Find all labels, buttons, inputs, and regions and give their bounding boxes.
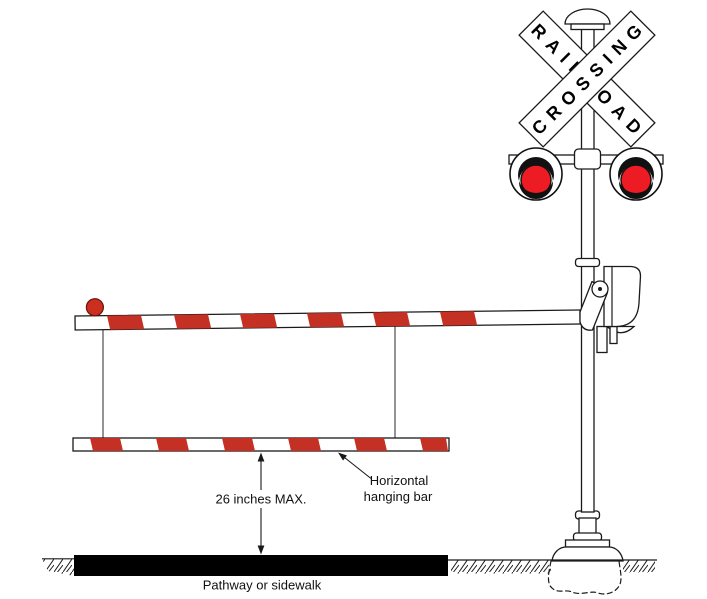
pathway-label: Pathway or sidewalk	[203, 578, 322, 593]
leader-line	[344, 457, 372, 479]
mechanism-rod	[609, 325, 618, 345]
mechanism-collar	[574, 257, 601, 268]
hanging-bar-label-line2: hanging bar	[364, 489, 433, 504]
light-hood	[518, 157, 554, 199]
base-plate	[564, 539, 611, 548]
hanging-bar-stripe	[420, 438, 448, 451]
warning-light-right	[609, 147, 663, 201]
gate-arm-stripe	[173, 314, 212, 329]
gate-arm-stripe	[239, 313, 278, 329]
warning-light-left	[509, 147, 563, 201]
clearance-label: 26 inches MAX.	[215, 492, 306, 507]
hanging-bar-stripe	[354, 438, 387, 451]
mechanism-housing	[603, 265, 642, 328]
gate-arm-tip-light	[85, 298, 104, 317]
ground-hatch-left-of-base	[451, 560, 551, 574]
hanging-bar-callout: Horizontal hanging bar	[338, 452, 433, 504]
arrow-up-head	[257, 452, 265, 462]
ground-hatch-left-cluster	[42, 559, 74, 576]
warning-light-assembly	[508, 147, 664, 201]
hanging-bar-stripe	[156, 438, 189, 451]
gate-pivot-pin	[598, 287, 602, 291]
gate-arm-stripe	[372, 312, 411, 327]
gate-arm-stripe	[106, 315, 145, 330]
hanging-bar	[72, 437, 450, 452]
pole-foundation	[448, 510, 657, 595]
hanging-bar-stripe	[288, 438, 321, 451]
clearance-dimension: 26 inches MAX.	[215, 452, 307, 555]
pole-dome-flange	[570, 23, 605, 31]
pole-dome-cap	[564, 8, 611, 25]
gate-arm-stripe	[306, 312, 345, 328]
light-hood	[618, 157, 654, 199]
pole-neck	[578, 517, 597, 535]
gate-mechanism	[574, 257, 642, 354]
crossbuck-board	[518, 10, 656, 148]
foundation-dashed-outline	[547, 560, 622, 595]
arrow-down-head	[257, 545, 265, 555]
base-flare	[551, 546, 624, 562]
pathway: Pathway or sidewalk	[42, 555, 448, 593]
pathway-surface	[74, 555, 448, 576]
hanging-bar-label-line1: Horizontal	[370, 473, 429, 488]
hanging-bar-stripe	[222, 438, 255, 451]
hanging-bar-bar	[72, 437, 450, 452]
crossbar-junction-box	[573, 148, 602, 170]
mechanism-bracket	[596, 325, 608, 354]
gate-arm-stripe	[439, 311, 478, 326]
ground-hatch-right-of-base	[623, 560, 655, 573]
leader-arrow-head	[338, 452, 347, 461]
hanging-bar-stripe	[90, 438, 123, 451]
gate-arm	[74, 298, 581, 331]
